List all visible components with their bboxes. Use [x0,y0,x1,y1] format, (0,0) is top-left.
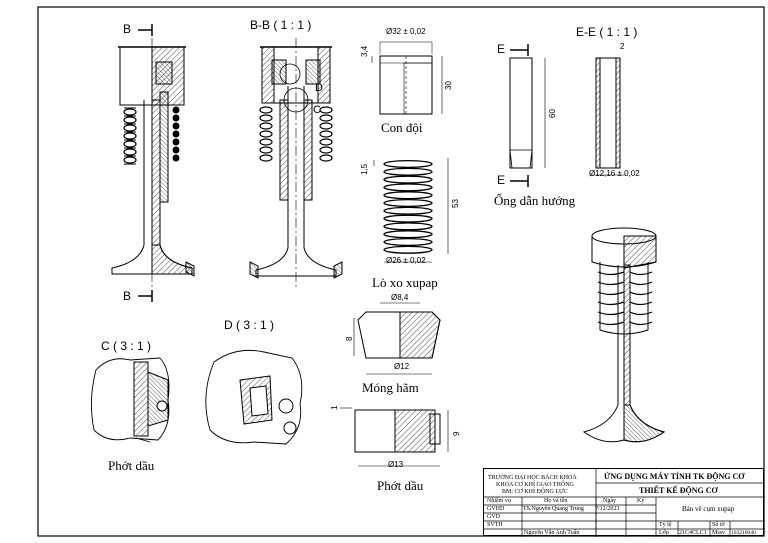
section-ee-title: E-E ( 1 : 1 ) [576,25,638,39]
spring-coil [383,183,433,192]
mong-ham-caption: Móng hãm [362,380,419,395]
title-block-grid [484,469,765,537]
spring-left-coils [124,107,136,165]
drawing-name: Bản vẽ cụm xupap [682,505,735,513]
course-name: ỨNG DỤNG MÁY TÍNH TK ĐỘNG CƠ [604,472,745,481]
spring-coil [383,237,433,247]
con-doi-diameter-dim: Ø32 ± 0,02 [386,27,426,36]
mong-ham-top-dim: Ø8,4 [391,293,409,302]
lo-xo-caption: Lò xo xupap [372,275,438,290]
ong-dan-huong-wall-dim: 2 [620,42,625,51]
spring-coil [383,245,433,254]
lo-xo-length-dim: 53 [451,199,460,208]
ong-dan-huong-length-dim: 60 [548,109,557,118]
detail-d-marker: D [315,82,323,94]
hdr-name: Họ và tên [544,498,568,504]
detail-c-drawing [91,357,170,443]
role-svth: SVTH [487,522,503,528]
lo-xo-drawing [373,158,449,263]
section-b-top-label: B [123,22,132,36]
subject-name: THIẾT KẾ ĐỘNG CƠ [639,486,718,495]
class-value: 21C4CLC1 [679,530,707,536]
isometric-assembly-view [582,227,666,443]
detail-d-drawing [205,349,303,445]
section-bb-title: B-B ( 1 : 1 ) [250,18,312,32]
phot-dau-drawing [340,407,449,467]
spring-coil [383,167,433,176]
section-b-bottom-label: B [123,289,132,303]
mong-ham-drawing [353,302,441,375]
detail-c-title: C ( 3 : 1 ) [101,339,152,353]
phot-dau-lip-dim: 1 [330,405,339,410]
spring-coil [383,206,433,215]
gvhd-name: TS.Nguyễn Quang Trung [523,506,584,512]
section-bb-drawing [249,38,343,288]
spring-coil [383,230,433,239]
detail-c-marker: C [313,104,321,116]
valve-assembly-half-section [111,24,195,302]
scale-label: Tỷ lệ [659,522,672,528]
section-e-top-label: E [497,42,506,56]
phot-dau-height-dim: 9 [452,431,461,436]
ong-dan-huong-caption: Ống dẫn hướng [494,193,576,208]
detail-c-caption: Phớt dầu [108,458,155,473]
school-line-2: KHOA CƠ KHÍ GIAO THÔNG [496,482,574,488]
con-doi-top-dim: 3,4 [360,45,369,57]
svth-name: Nguyễn Văn Anh Tuấn [524,530,580,536]
school-line-3: BM: CƠ KHÍ ĐỘNG LỰC [502,489,568,495]
mong-ham-height-dim: 8 [345,336,354,341]
id-value: 103210040 [731,530,756,536]
mong-ham-bottom-dim: Ø12 [394,362,410,371]
title-block: TRƯỜNG ĐẠI HỌC BÁCH KHOA KHOA CƠ KHÍ GIA… [483,468,765,537]
lo-xo-diameter-dim: Ø26 ± 0,02 [386,256,426,265]
lo-xo-wire-dim: 1,5 [360,163,369,175]
con-doi-caption: Con đội [381,120,423,135]
hdr-date: Ngày [603,498,616,504]
spring-coil [383,198,433,208]
con-doi-height-dim: 30 [444,81,453,90]
spring-coil [383,214,433,223]
sheet-frame [37,6,765,537]
class-label: Lớp [659,530,669,536]
spring-coil [383,175,433,184]
spring-coil [383,159,433,169]
role-gvd: GVD [487,514,500,520]
hdr-sign: Ký [637,498,645,504]
school-line-1: TRƯỜNG ĐẠI HỌC BÁCH KHOA [488,475,577,481]
section-e-bottom-label: E [497,173,506,187]
spring-coil [383,222,433,231]
hdr-task: Nhiệm vụ [487,498,511,504]
id-label: Mssv [712,530,726,536]
detail-d-title: D ( 3 : 1 ) [224,318,275,332]
phot-dau-caption: Phớt dầu [377,478,424,493]
con-doi-drawing [371,41,443,115]
phot-dau-diameter-dim: Ø13 [388,460,404,469]
role-gvhd: GVHD [487,506,505,512]
gvhd-date: 7/12/2023 [595,506,620,512]
spring-coil [383,191,433,200]
ong-dan-huong-diameter-dim: Ø12,16 ± 0,02 [589,169,640,178]
sheet-label: Số tờ [712,522,725,528]
ong-dan-huong-drawing [509,44,626,187]
